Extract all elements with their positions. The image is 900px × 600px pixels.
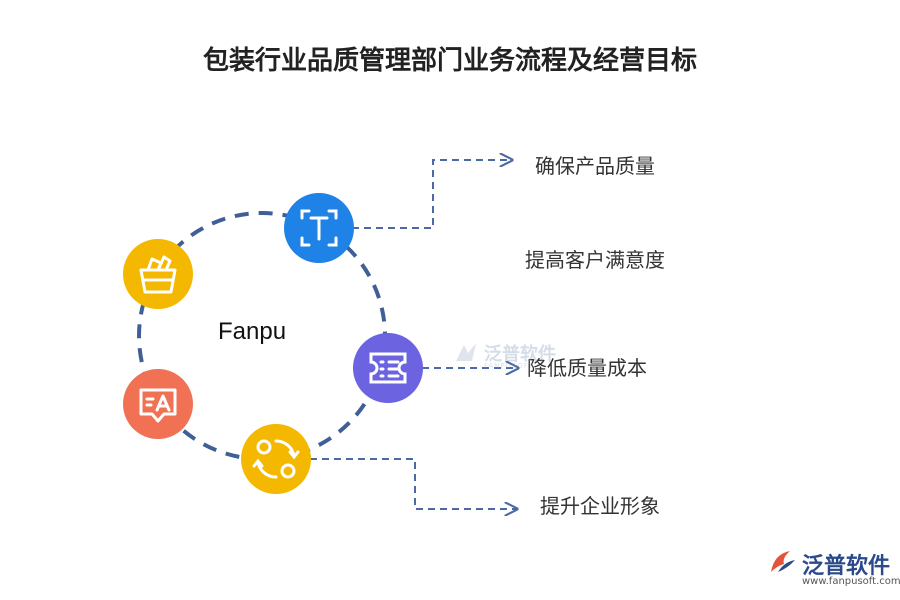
brand-logo: 泛普软件 www.fanpusoft.com bbox=[768, 548, 900, 587]
basket-icon bbox=[139, 255, 177, 294]
node-exchange bbox=[241, 424, 311, 494]
node-basket bbox=[123, 239, 193, 309]
goal-ensure-quality: 确保产品质量 bbox=[535, 154, 655, 178]
brand-logo-icon bbox=[771, 551, 795, 572]
goal-reduce-cost: 降低质量成本 bbox=[527, 356, 647, 380]
center-label: Fanpu bbox=[218, 318, 287, 345]
list-card-icon bbox=[369, 352, 407, 384]
watermark-logo-icon bbox=[456, 343, 476, 361]
watermark-sub: FANPUSOFT bbox=[484, 362, 534, 370]
node-chat bbox=[123, 369, 193, 439]
goal-company-image: 提升企业形象 bbox=[540, 494, 660, 518]
node-list-card bbox=[353, 333, 423, 403]
page-title: 包装行业品质管理部门业务流程及经营目标 bbox=[202, 46, 697, 76]
text-frame-icon bbox=[300, 209, 338, 247]
chat-translate-icon bbox=[139, 388, 177, 423]
node-text-frame bbox=[284, 193, 354, 263]
brand-logo-text: 泛普软件 bbox=[802, 554, 891, 579]
watermark: 泛普软件 FANPUSOFT bbox=[452, 340, 556, 370]
connector-bottom bbox=[310, 458, 517, 509]
goal-customer-satisfaction: 提高客户满意度 bbox=[525, 248, 665, 272]
connector-top bbox=[352, 160, 512, 229]
exchange-cycle-icon bbox=[252, 439, 300, 479]
watermark-text: 泛普软件 bbox=[484, 344, 556, 365]
brand-logo-url: www.fanpusoft.com bbox=[802, 576, 900, 587]
